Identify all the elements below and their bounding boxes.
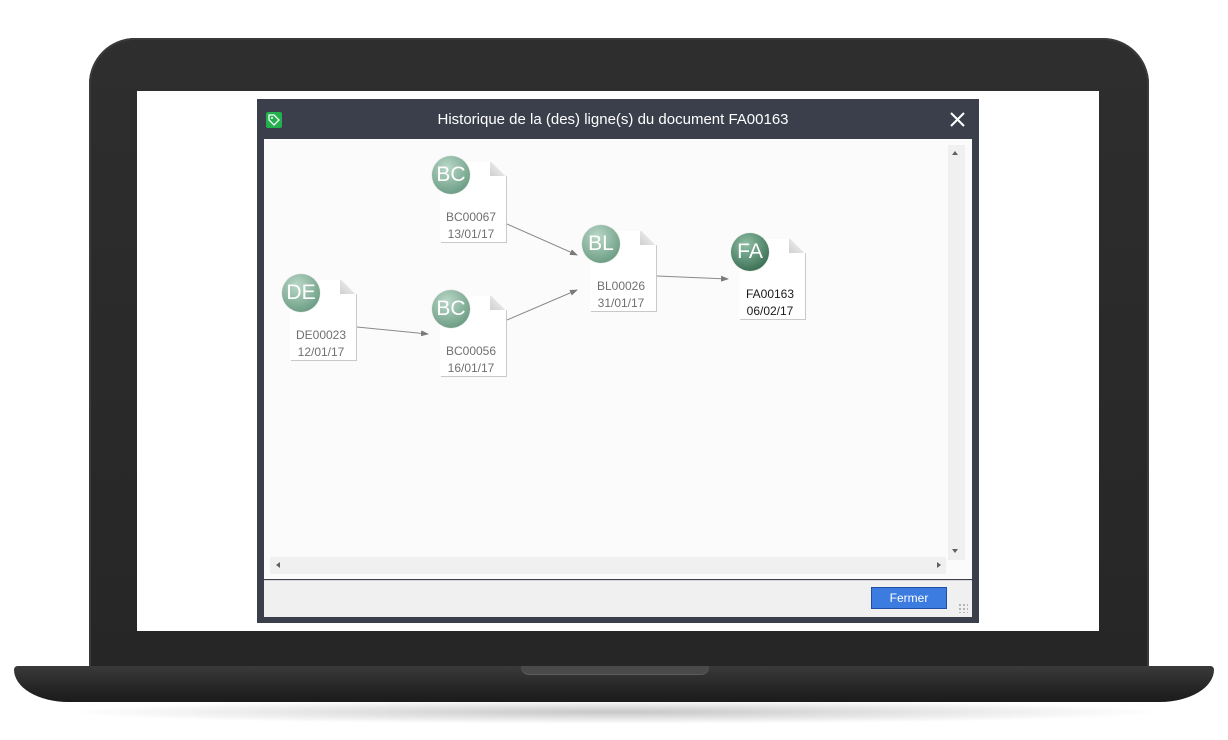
document-type-badge: DE [282, 274, 320, 312]
link-arrows [356, 223, 729, 337]
document-date: 31/01/17 [597, 296, 645, 310]
document-type-badge: BC [432, 290, 470, 328]
document-node-current[interactable]: FA FA00163 06/02/17 [731, 233, 806, 320]
document-type-badge: BL [582, 225, 620, 263]
document-graph-area: BC BC00067 13/01/17 DE DE00023 12/01/17 … [264, 139, 972, 579]
document-type-badge: BC [432, 156, 470, 194]
scroll-right-icon[interactable] [937, 562, 941, 568]
scroll-down-icon[interactable] [952, 549, 958, 553]
document-date: 13/01/17 [447, 227, 495, 241]
document-node[interactable]: BL BL00026 31/01/17 [582, 225, 657, 312]
resize-grip-icon[interactable] [958, 603, 968, 613]
laptop-notch [521, 666, 709, 675]
document-date: 12/01/17 [297, 345, 345, 359]
scroll-left-icon[interactable] [276, 562, 280, 568]
link-arrow [656, 275, 729, 282]
document-node[interactable]: BC BC00067 13/01/17 [432, 156, 507, 243]
dialog-titlebar: Historique de la (des) ligne(s) du docum… [257, 99, 979, 139]
laptop-screen: Historique de la (des) ligne(s) du docum… [137, 91, 1099, 631]
document-code: BC00067 [445, 210, 497, 224]
scroll-up-icon[interactable] [952, 151, 958, 155]
document-code: BC00056 [445, 344, 497, 358]
laptop-shadow [60, 700, 1170, 724]
link-arrow [506, 223, 578, 256]
dialog-footer: Fermer [264, 580, 972, 617]
fermer-button[interactable]: Fermer [871, 587, 947, 609]
document-code: BL00026 [596, 279, 646, 293]
document-node[interactable]: BC BC00056 16/01/17 [432, 290, 507, 377]
document-code: DE00023 [295, 328, 347, 342]
link-arrow [356, 326, 429, 337]
link-arrow [506, 289, 578, 321]
document-type-badge: FA [731, 233, 769, 271]
history-dialog: Historique de la (des) ligne(s) du docum… [257, 99, 979, 623]
document-node[interactable]: DE DE00023 12/01/17 [282, 274, 357, 361]
horizontal-scrollbar[interactable] [270, 557, 946, 574]
dialog-title: Historique de la (des) ligne(s) du docum… [437, 111, 789, 128]
document-date: 06/02/17 [746, 304, 794, 318]
close-button[interactable] [945, 109, 971, 131]
document-date: 16/01/17 [447, 361, 495, 375]
vertical-scrollbar[interactable] [948, 145, 965, 560]
tag-icon [266, 112, 282, 128]
close-icon [950, 112, 965, 127]
document-code: FA00163 [745, 287, 795, 301]
